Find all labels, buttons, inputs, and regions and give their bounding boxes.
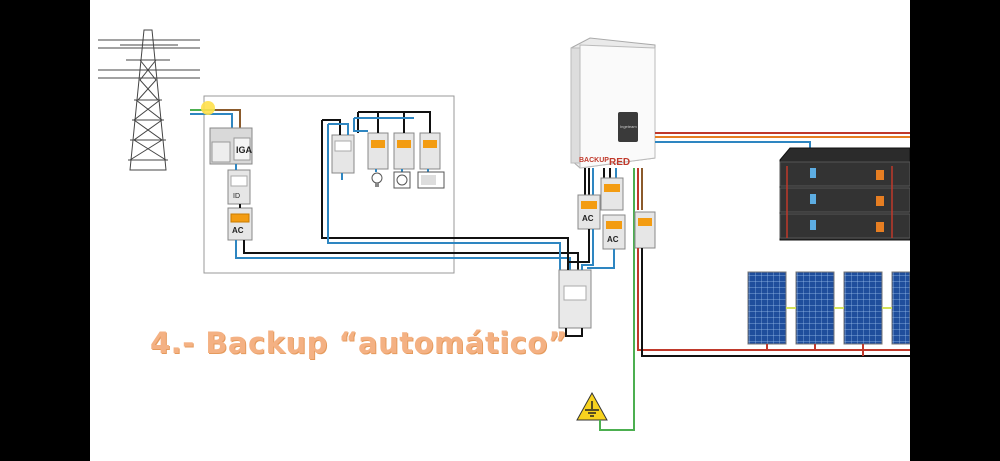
solar-panel-icon	[747, 271, 910, 356]
wiring-diagram: IGA ID AC	[98, 29, 910, 431]
svg-text:ID: ID	[233, 193, 240, 200]
grid-input-marker	[190, 101, 215, 115]
ground-warning-icon	[576, 391, 610, 431]
inverter-brand: Ingeteam	[620, 124, 637, 129]
house-panel-frame	[203, 95, 455, 274]
battery-rack-icon	[779, 147, 910, 241]
grid-label: RED	[609, 157, 630, 168]
iga-label: IGA	[236, 145, 253, 155]
panel-rcd-ac: AC	[227, 207, 253, 241]
svg-text:AC: AC	[607, 235, 619, 244]
inverter-breakers: AC AC	[577, 177, 656, 250]
hybrid-inverter: Ingeteam BACKUP RED	[570, 37, 656, 169]
svg-text:AC: AC	[232, 226, 244, 235]
lightbulb-icon	[371, 172, 383, 187]
panel-id-breaker: ID	[227, 169, 251, 205]
slide-title: 4.- Backup “automático”	[150, 326, 568, 360]
transfer-switch	[558, 269, 592, 329]
slide-canvas: IGA ID AC	[90, 0, 910, 461]
microwave-icon	[417, 171, 445, 189]
svg-text:AC: AC	[582, 214, 594, 223]
power-pylon-icon	[98, 29, 200, 171]
main-breaker-iga: IGA	[209, 127, 253, 165]
sub-panel-breakers	[331, 132, 441, 174]
socket-icon	[393, 171, 411, 189]
backup-label: BACKUP	[579, 157, 609, 164]
